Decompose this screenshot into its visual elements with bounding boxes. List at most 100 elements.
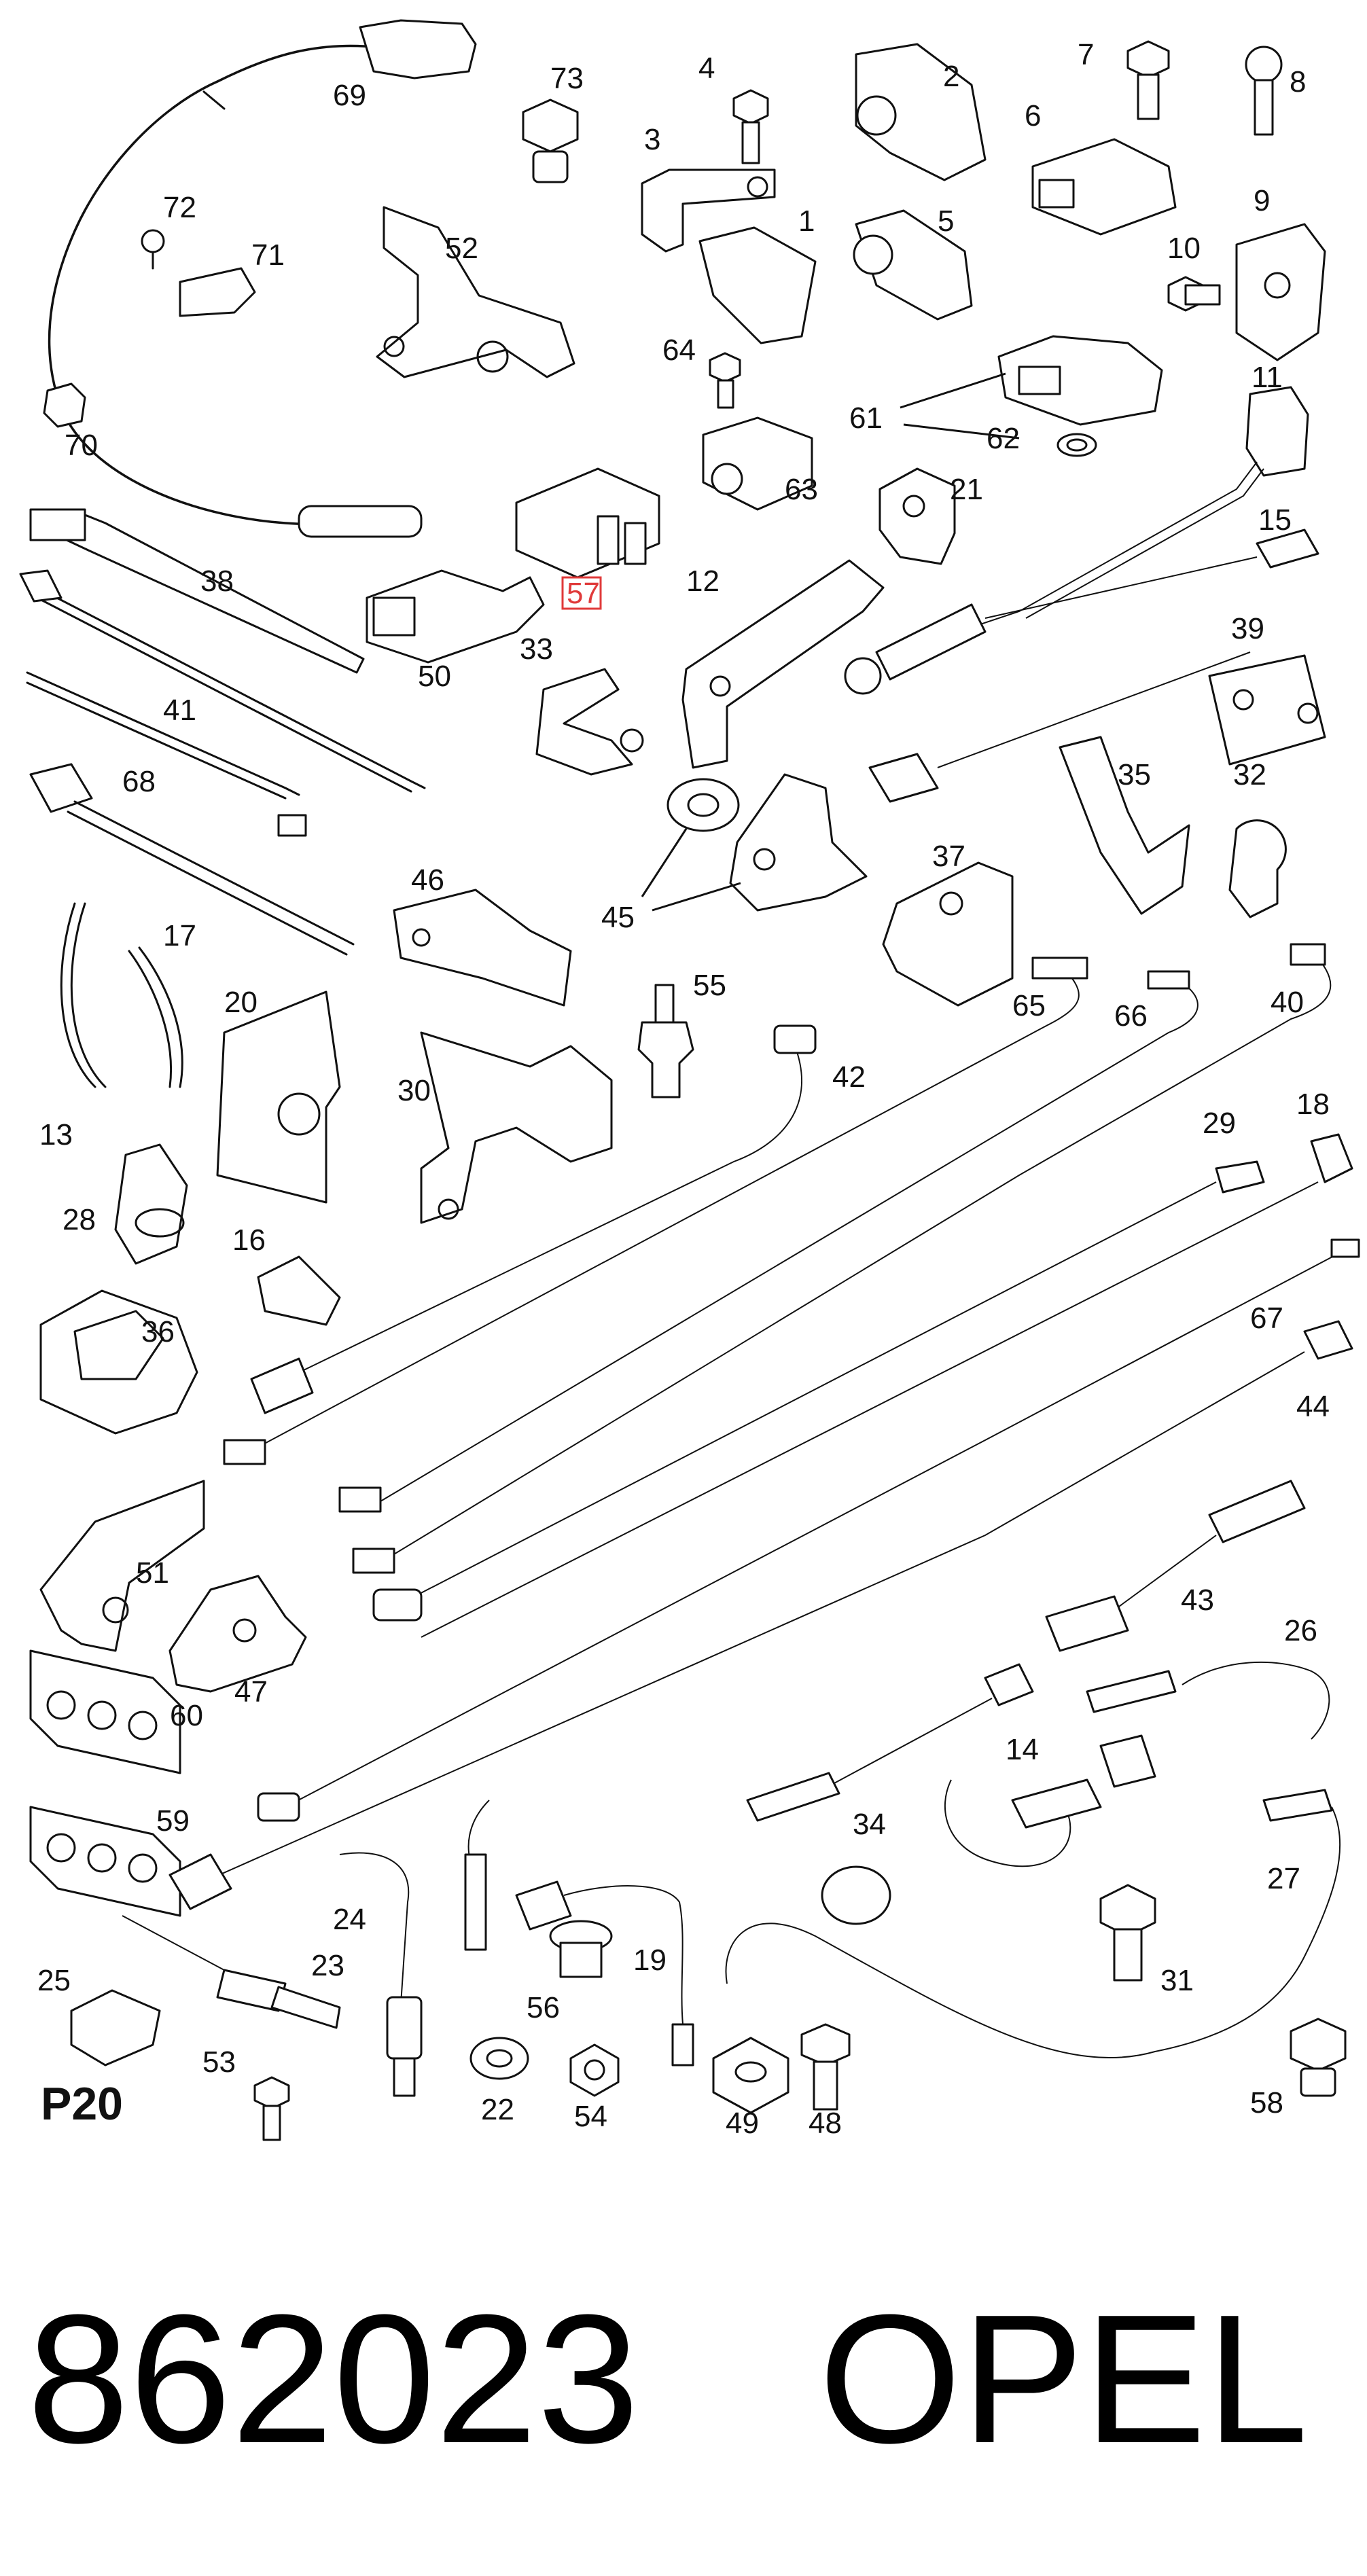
highlight-57-box [561,576,602,610]
part-44-harness[interactable] [168,1320,1353,1910]
part-69-sensor-cable[interactable] [48,19,477,538]
part-2-sensor[interactable] [855,43,987,181]
callout-9: 9 [1254,184,1270,217]
part-55-pin[interactable] [637,984,694,1098]
part-19-probe[interactable] [464,1800,490,1951]
callout-22: 22 [481,2093,514,2126]
part-29-probe[interactable] [372,1160,1265,1622]
callout-1: 1 [798,204,815,238]
part-13-tie[interactable] [60,902,107,1088]
part-4-bolt[interactable] [732,89,769,164]
part-68-cable-tie[interactable] [29,763,355,956]
part-12-bracket[interactable] [681,559,885,769]
callout-4: 4 [698,52,715,85]
part-25-clip[interactable] [70,1989,161,2067]
part-67-probe[interactable] [257,1238,1360,1822]
part-51-bracket[interactable] [39,1480,205,1652]
part-37-bracket[interactable] [882,861,1014,1007]
part-39-bracket[interactable] [1208,654,1326,766]
part-21-bracket[interactable] [878,467,956,565]
callout-64: 64 [662,334,696,367]
callout-21: 21 [950,473,983,506]
callout-48: 48 [809,2107,842,2140]
part-16-clip[interactable] [257,1255,341,1326]
part-22-washer[interactable] [469,2037,529,2080]
part-62-seal[interactable] [1057,433,1097,457]
callout-54: 54 [574,2100,607,2133]
part-45-washer[interactable] [667,778,740,832]
part-1-connector[interactable] [698,226,817,344]
part-71-bracket[interactable] [179,267,256,317]
callout-31: 31 [1160,1964,1194,1997]
callout-35: 35 [1118,758,1151,791]
part-48-bolt[interactable] [800,2023,851,2111]
part-45-bracket[interactable] [729,773,868,912]
part-66-probe[interactable] [338,970,1199,1513]
part-27-o2-sensor[interactable] [725,1789,1341,2058]
callout-71: 71 [251,238,285,272]
part-28-clip[interactable] [114,1143,188,1265]
callout-7: 7 [1078,38,1094,71]
part-15-o2-sensor[interactable] [844,529,1319,695]
part-58-bolt[interactable] [1290,2018,1347,2097]
part-61-sensor[interactable] [997,335,1163,426]
part-5-sensor[interactable] [853,209,973,321]
part-41b-cable-tie[interactable] [26,671,307,837]
part-6-sensor[interactable] [1031,138,1177,236]
part-53-bolt[interactable] [253,2076,290,2141]
part-38-cable-tie[interactable] [29,508,365,674]
callout-15: 15 [1258,503,1292,537]
part-23-o2-sensor[interactable] [122,1915,341,2029]
part-32-clamp[interactable] [1228,819,1287,918]
part-41-cable-tie[interactable] [19,569,426,793]
part-43-o2-sensor[interactable] [1045,1480,1306,1652]
part-10-bolt[interactable] [1167,276,1221,312]
part-70-clip[interactable] [43,382,86,428]
part-42-probe[interactable] [250,1024,817,1414]
callout-66: 66 [1114,999,1148,1033]
part-30-bracket[interactable] [420,1031,613,1224]
part-39-connector[interactable] [868,651,1251,803]
part-3-bracket[interactable] [641,168,776,253]
callout-13: 13 [39,1118,73,1151]
callout-29: 29 [1203,1107,1236,1140]
part-34-sensor[interactable] [821,1778,1102,1925]
part-52-bracket[interactable] [376,206,575,378]
part-60-clip-set[interactable] [29,1649,181,1774]
part-49-nut[interactable] [712,2037,789,2114]
part-36-holder[interactable] [39,1289,198,1435]
part-47-bracket[interactable] [168,1575,307,1693]
part-24-o2-sensor[interactable] [339,1852,423,2097]
part-9-sensor[interactable] [1235,223,1326,361]
part-72-bolt[interactable] [141,229,165,270]
part-50-sensor[interactable] [366,569,545,664]
part-17-tie[interactable] [128,946,183,1088]
part-8-screw[interactable] [1245,46,1283,136]
part-59-clip-set[interactable] [29,1806,181,1917]
part-54-nut[interactable] [569,2043,620,2097]
callout-32: 32 [1233,758,1266,791]
part-56-plug[interactable] [549,1920,613,1978]
part-14-o2-sensor[interactable] [746,1663,1034,1822]
callout-73: 73 [550,62,584,95]
part-40-probe[interactable] [352,943,1332,1574]
part-18-harness[interactable] [421,1133,1353,1638]
part-64-bolt[interactable] [709,352,741,409]
part-35-bracket[interactable] [1059,736,1190,915]
callout-17: 17 [163,919,196,952]
part-63-sensor[interactable] [702,416,813,511]
callout-57[interactable]: 57 [567,577,600,610]
part-57-sensor[interactable] [515,467,660,579]
part-73-nut[interactable] [522,99,579,183]
part-7-bolt[interactable] [1126,40,1170,120]
callout-70: 70 [65,429,98,462]
part-46-shield[interactable] [393,889,572,1007]
callout-67: 67 [1250,1302,1283,1335]
callout-68: 68 [122,765,156,798]
part-19-o2-sensor[interactable] [515,1880,694,2067]
part-33-bracket[interactable] [535,668,644,776]
part-20-plate[interactable] [216,990,341,1204]
part-31-bolt[interactable] [1099,1884,1156,1982]
part-26-o2-sensor[interactable] [1086,1661,1330,1788]
part-65-probe[interactable] [223,956,1088,1465]
